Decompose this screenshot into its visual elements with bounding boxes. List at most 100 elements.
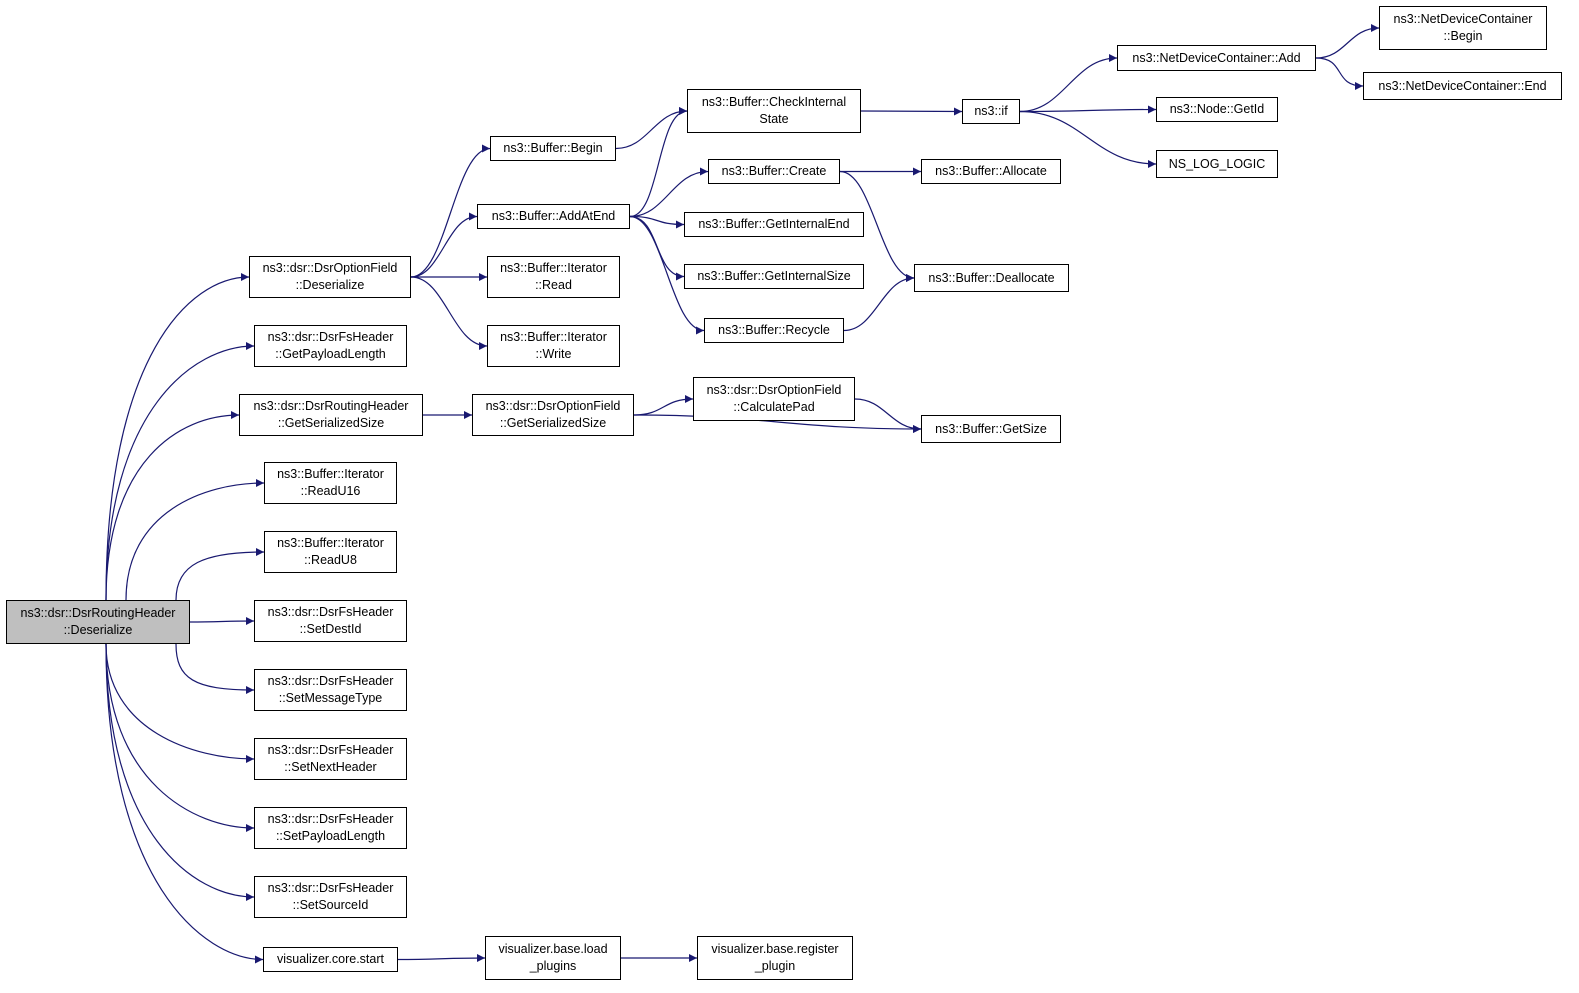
node-get-internal-end[interactable]: ns3::Buffer::GetInternalEnd: [684, 212, 864, 237]
node-label: _plugin: [754, 959, 796, 973]
node-label: State: [759, 112, 789, 126]
edge-optSerSize-to-calcPad: [633, 395, 694, 416]
node-opt-ser-size[interactable]: ns3::dsr::DsrOptionField::GetSerializedS…: [472, 394, 634, 436]
node-add-at-end[interactable]: ns3::Buffer::AddAtEnd: [477, 204, 630, 229]
node-label: ::Read: [535, 278, 572, 292]
edge-bufRecycle-to-bufDeallocate: [843, 274, 915, 332]
edge-calcPad-to-bufGetSize: [854, 398, 922, 433]
node-label: ::GetSerializedSize: [499, 416, 607, 430]
node-label: ::ReadU16: [300, 484, 361, 498]
node-label: ns3::dsr::DsrRoutingHeader: [20, 606, 176, 620]
node-read-u8[interactable]: ns3::Buffer::Iterator::ReadU8: [264, 531, 397, 573]
edge-bufCreate-to-bufDeallocate: [839, 170, 915, 282]
node-label: ns3::NetDeviceContainer::End: [1378, 78, 1547, 93]
node-label: ns3::Buffer::GetSize: [935, 421, 1047, 436]
node-buf-recycle[interactable]: ns3::Buffer::Recycle: [704, 318, 844, 343]
edge-optDeser-to-bufBegin: [410, 144, 491, 278]
edge-vizStart-to-loadPlugins: [397, 954, 486, 963]
node-buf-deallocate[interactable]: ns3::Buffer::Deallocate: [914, 264, 1069, 292]
node-label: ns3::Buffer::CheckInternal: [701, 95, 847, 109]
node-buf-create[interactable]: ns3::Buffer::Create: [708, 159, 840, 184]
edge-root-to-getPayloadLen: [105, 342, 255, 601]
node-register-plugin[interactable]: visualizer.base.register_plugin: [697, 936, 853, 980]
node-label: ns3::Buffer::Begin: [503, 141, 603, 155]
node-read-u16[interactable]: ns3::Buffer::Iterator::ReadU16: [264, 462, 397, 504]
node-set-msg-type[interactable]: ns3::dsr::DsrFsHeader::SetMessageType: [254, 669, 407, 711]
node-it-write[interactable]: ns3::Buffer::Iterator::Write: [487, 325, 620, 367]
node-label: ns3::dsr::DsrFsHeader: [267, 330, 394, 344]
node-label: ns3::dsr::DsrRoutingHeader: [253, 399, 409, 413]
node-label: ns3::Buffer::Iterator: [500, 330, 607, 344]
edge-addAtEnd-to-getInternalEnd: [629, 215, 685, 229]
edge-checkInternal-to-ns3if: [860, 107, 963, 116]
edge-root-to-setNextHeader: [105, 643, 255, 763]
node-ndc-add[interactable]: ns3::NetDeviceContainer::Add: [1117, 45, 1316, 71]
node-label: ::Begin: [1443, 29, 1483, 43]
node-buf-allocate[interactable]: ns3::Buffer::Allocate: [921, 159, 1061, 184]
node-label: ns3::Buffer::AddAtEnd: [491, 209, 616, 223]
edge-bufBegin-to-checkInternal: [615, 107, 688, 150]
node-label: ns3::dsr::DsrOptionField: [262, 261, 398, 275]
edge-root-to-rhSerSize: [105, 411, 240, 601]
node-calc-pad[interactable]: ns3::dsr::DsrOptionField::CalculatePad: [693, 377, 855, 421]
node-label: visualizer.core.start: [277, 952, 384, 966]
node-label: ::CalculatePad: [733, 400, 815, 414]
node-label: ::GetSerializedSize: [277, 416, 385, 430]
node-node-get-id[interactable]: ns3::Node::GetId: [1156, 97, 1278, 122]
edge-ns3if-to-nsLogLogic: [1019, 110, 1157, 168]
node-label: ns3::dsr::DsrFsHeader: [267, 881, 394, 895]
node-label: ns3::dsr::DsrOptionField: [485, 399, 621, 413]
edge-addAtEnd-to-bufRecycle: [629, 215, 705, 335]
node-set-next-header[interactable]: ns3::dsr::DsrFsHeader::SetNextHeader: [254, 738, 407, 780]
edge-ndcAdd-to-ndcBegin: [1315, 24, 1380, 59]
edge-addAtEnd-to-checkInternal: [629, 107, 688, 218]
edge-root-to-readU8: [175, 548, 265, 601]
edge-root-to-vizStart: [105, 643, 264, 964]
edge-optSerSize-to-bufGetSize: [633, 414, 922, 433]
node-set-source-id[interactable]: ns3::dsr::DsrFsHeader::SetSourceId: [254, 876, 407, 918]
node-label: ::SetSourceId: [292, 898, 369, 912]
edge-optDeser-to-itWrite: [410, 276, 488, 350]
node-label: ::Deserialize: [295, 278, 365, 292]
node-label: ::SetMessageType: [278, 691, 383, 705]
node-set-payload-len[interactable]: ns3::dsr::DsrFsHeader::SetPayloadLength: [254, 807, 407, 849]
node-it-read[interactable]: ns3::Buffer::Iterator::Read: [487, 256, 620, 298]
node-root[interactable]: ns3::dsr::DsrRoutingHeader::Deserialize: [6, 600, 190, 644]
node-label: ::Write: [535, 347, 572, 361]
node-get-internal-size[interactable]: ns3::Buffer::GetInternalSize: [684, 264, 864, 289]
node-ns-log-logic[interactable]: NS_LOG_LOGIC: [1156, 150, 1278, 178]
node-label: ns3::dsr::DsrFsHeader: [267, 812, 394, 826]
edge-ndcAdd-to-ndcEnd: [1315, 57, 1364, 90]
node-label: ::ReadU8: [304, 553, 357, 567]
node-label: ::GetPayloadLength: [275, 347, 386, 361]
node-load-plugins[interactable]: visualizer.base.load_plugins: [485, 936, 621, 980]
node-get-payload-len[interactable]: ns3::dsr::DsrFsHeader::GetPayloadLength: [254, 325, 407, 367]
node-rh-ser-size[interactable]: ns3::dsr::DsrRoutingHeader::GetSerialize…: [239, 394, 423, 436]
node-label: ns3::Buffer::Create: [721, 164, 827, 178]
node-ndc-begin[interactable]: ns3::NetDeviceContainer::Begin: [1379, 6, 1547, 50]
node-buf-begin[interactable]: ns3::Buffer::Begin: [490, 136, 616, 161]
node-label: ns3::dsr::DsrOptionField: [706, 383, 842, 397]
node-label: ns3::NetDeviceContainer::Add: [1132, 50, 1301, 65]
node-label: ns3::dsr::DsrFsHeader: [267, 674, 394, 688]
node-label: ns3::dsr::DsrFsHeader: [267, 605, 394, 619]
node-label: ns3::Buffer::Recycle: [718, 323, 830, 337]
edge-root-to-readU16: [125, 479, 265, 601]
node-set-dest-id[interactable]: ns3::dsr::DsrFsHeader::SetDestId: [254, 600, 407, 642]
node-label: ::Deserialize: [63, 623, 133, 637]
node-label: NS_LOG_LOGIC: [1168, 156, 1266, 171]
node-label: ns3::Buffer::Iterator: [500, 261, 607, 275]
node-label: ns3::Buffer::GetInternalSize: [697, 269, 851, 283]
node-buf-get-size[interactable]: ns3::Buffer::GetSize: [921, 415, 1061, 443]
node-ns3if[interactable]: ns3::if: [962, 99, 1020, 124]
node-ndc-end[interactable]: ns3::NetDeviceContainer::End: [1363, 72, 1562, 100]
node-label: ns3::Buffer::Deallocate: [928, 270, 1055, 285]
node-opt-deser[interactable]: ns3::dsr::DsrOptionField::Deserialize: [249, 256, 411, 298]
node-label: ns3::Buffer::Iterator: [277, 467, 384, 481]
node-viz-start[interactable]: visualizer.core.start: [263, 947, 398, 972]
edge-root-to-optDeser: [105, 273, 250, 601]
node-label: ::SetDestId: [299, 622, 362, 636]
